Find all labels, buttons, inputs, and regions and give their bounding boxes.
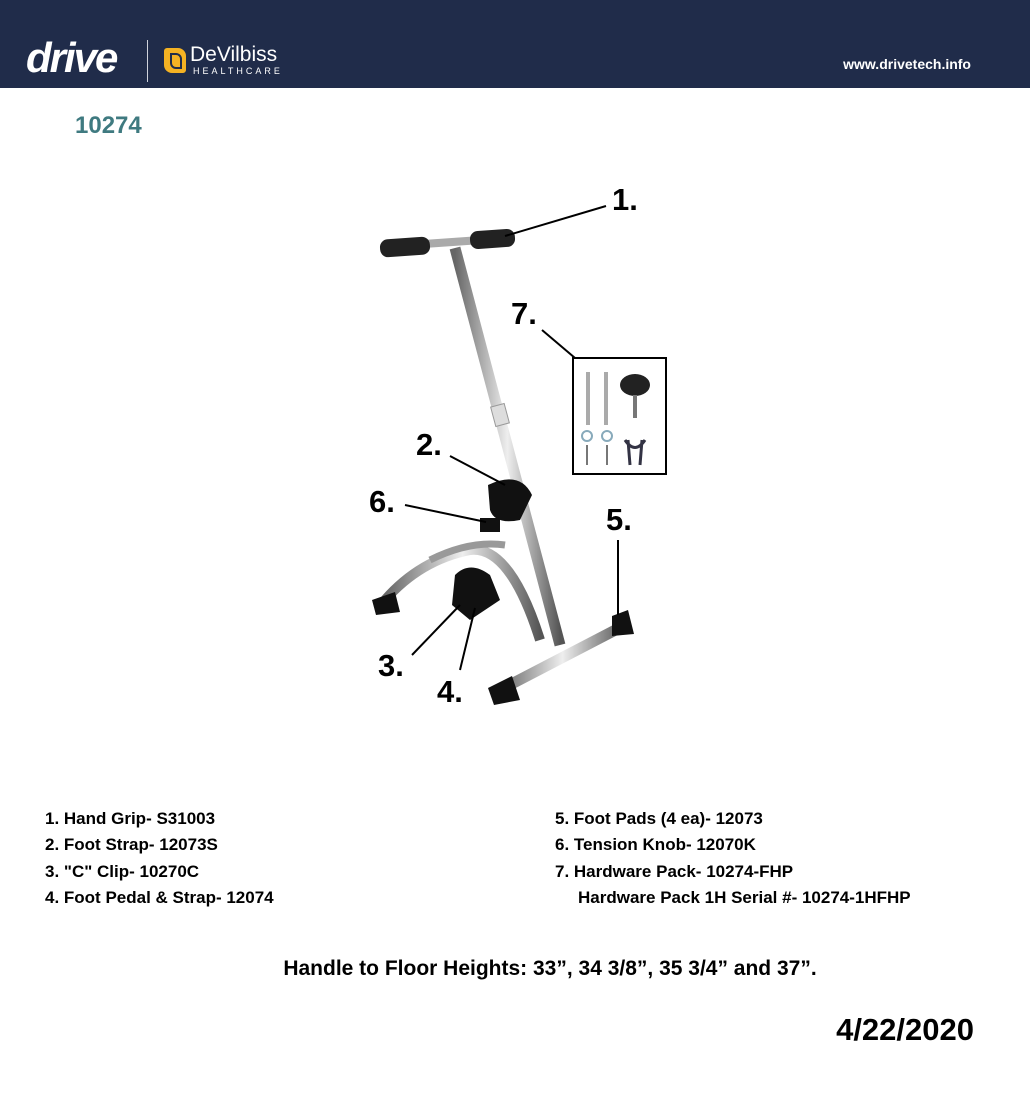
part-item: 4. Foot Pedal & Strap- 12074 [45,887,274,907]
model-number: 10274 [75,112,142,139]
part-item: 3. "C" Clip- 10270C [45,861,200,881]
hand-grip-left [379,236,431,258]
callout-3: 3. [378,648,404,683]
header-bar: drive DeVilbiss HEALTHCARE www.drivetech… [0,0,1030,88]
part-item: 5. Foot Pads (4 ea)- 12073 [555,809,763,828]
main-post [449,246,566,647]
foot-pad [488,676,520,705]
part-item: 2. Foot Strap- 12073S [45,835,218,855]
hand-grip-right [469,228,516,249]
callout-5: 5. [606,502,632,537]
parts-list-right: 5. Foot Pads (4 ea)- 12073 6. Tension Kn… [555,806,911,911]
tension-knob [480,518,500,532]
front-base-bar [497,620,628,695]
devilbiss-logo-icon [164,48,186,73]
handle-heights-note: Handle to Floor Heights: 33”, 34 3/8”, 3… [283,957,817,980]
logo-divider [147,40,148,82]
part-item: 7. Hardware Pack- 10274-FHP [555,861,794,881]
foot-pedal-lower [452,567,500,620]
document-date: 4/22/2020 [836,1012,974,1047]
rear-base-frame [381,544,545,642]
part-item: 1. Hand Grip- S31003 [45,809,216,828]
callout-4: 4. [437,674,463,709]
drive-logo: drive [26,34,118,81]
callout-7: 7. [511,296,537,331]
foot-pad [612,610,634,636]
foot-pad [372,592,400,615]
pedal-exerciser-diagram [372,205,667,705]
devilbiss-logo: DeVilbiss [190,43,278,66]
foot-pedal-upper [488,479,532,522]
callout-1: 1. [612,182,638,217]
healthcare-logo-text: HEALTHCARE [193,66,283,76]
callout-2: 2. [416,427,442,462]
callout-6: 6. [369,484,395,519]
part-item: Hardware Pack 1H Serial #- 10274-1HFHP [578,887,911,907]
website-url[interactable]: www.drivetech.info [843,56,971,72]
part-item: 6. Tension Knob- 12070K [555,835,756,855]
hardware-pack-inset [572,357,667,475]
parts-list-left: 1. Hand Grip- S31003 2. Foot Strap- 1207… [45,806,274,911]
